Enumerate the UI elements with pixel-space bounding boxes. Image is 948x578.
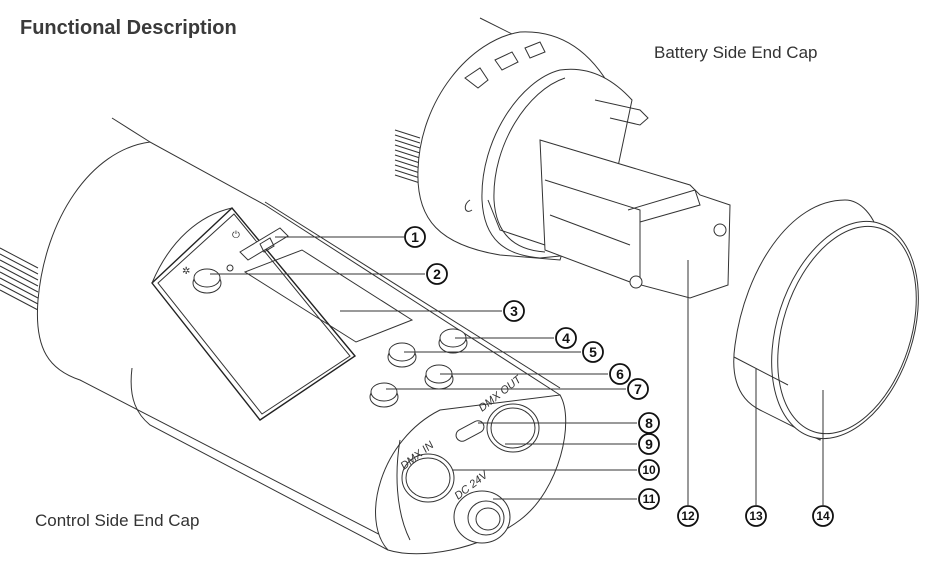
callout-12: 12 [677,505,699,527]
dmx-out-port[interactable] [486,403,540,453]
callout-13: 13 [745,505,767,527]
button-back[interactable] [438,328,468,354]
callout-2: 2 [426,263,448,285]
battery-side-label: Battery Side End Cap [654,43,818,62]
dc-24v-input[interactable] [453,490,511,544]
svg-text:10: 10 [642,463,656,477]
svg-text:6: 6 [616,366,624,382]
tube-ribs [394,129,421,184]
callout-6: 6 [609,363,631,385]
svg-text:4: 4 [562,330,570,346]
callout-4: 4 [555,327,577,349]
battery-side-assembly [394,17,731,299]
callout-8: 8 [638,412,660,434]
button-plus[interactable] [424,364,454,390]
callout-7: 7 [627,378,649,400]
svg-text:1: 1 [411,229,419,245]
power-icon: ⏻ [232,230,240,241]
light-button[interactable] [192,268,222,294]
light-icon: ✲ [182,266,190,277]
usb-port[interactable] [454,419,486,444]
control-side-assembly: ⏻ ✲ [0,117,567,555]
power-switch[interactable] [239,227,289,261]
svg-text:9: 9 [645,436,653,452]
svg-text:12: 12 [681,509,695,523]
battery-cap-drawing [733,199,919,441]
tube-ribs-left [0,247,39,311]
button-minus[interactable] [387,342,417,368]
svg-text:2: 2 [433,266,441,282]
svg-text:7: 7 [634,381,642,397]
control-side-label: Control Side End Cap [35,511,200,530]
callout-10: 10 [638,459,660,481]
svg-text:5: 5 [589,344,597,360]
leader-lines [210,236,824,505]
svg-text:13: 13 [749,509,763,523]
svg-text:3: 3 [510,303,518,319]
callout-3: 3 [503,300,525,322]
svg-text:8: 8 [645,415,653,431]
callout-1: 1 [404,226,426,248]
callout-11: 11 [638,488,660,510]
svg-text:11: 11 [643,492,656,506]
callout-14: 14 [812,505,834,527]
dmx-in-port[interactable] [401,453,455,503]
button-enter[interactable] [369,382,399,408]
callout-5: 5 [582,341,604,363]
page-title: Functional Description [20,17,237,39]
svg-text:14: 14 [816,509,830,523]
callout-9: 9 [638,433,660,455]
indicator-led [226,264,234,272]
